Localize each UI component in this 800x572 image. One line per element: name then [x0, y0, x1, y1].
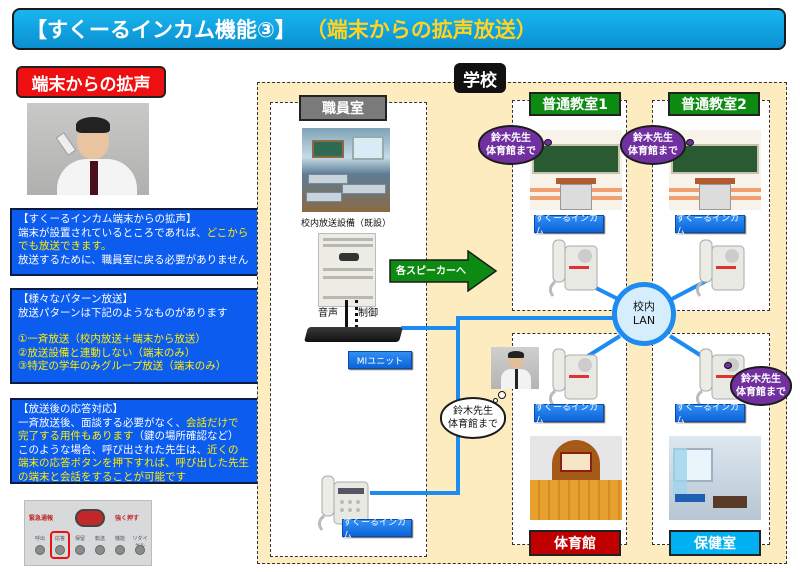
- intercom-panel-photo: 緊急通報 強く押す 呼出 応答 保留 転送 機能 リダイヤル: [24, 500, 152, 566]
- header-subtitle: （端末からの拡声放送）: [305, 18, 537, 42]
- lan-wire: [401, 326, 459, 330]
- answer-button: [55, 545, 65, 555]
- broadcast-equipment-caption: 校内放送設備（既設）: [300, 219, 391, 229]
- bubble-text: 体育館まで: [448, 419, 498, 430]
- thought-dot: [686, 139, 694, 146]
- thought-dot: [498, 391, 506, 399]
- panel-button: [135, 545, 145, 555]
- bubble-text: 鈴木先生: [453, 406, 493, 417]
- panel-button-label: 呼出: [34, 536, 45, 542]
- panel-button: [95, 545, 105, 555]
- control-label: 制御: [358, 308, 378, 319]
- audio-label: 音声: [318, 308, 338, 319]
- info-box-response: 【放送後の応答対応】 一斉放送後、面談する必要がなく、会話だけで 完了する用件も…: [10, 398, 272, 484]
- intercom-phone-icon: [548, 239, 598, 297]
- pattern-item: ③特定の学年のみグループ放送（端末のみ）: [18, 360, 227, 373]
- info-highlight: 近くの: [207, 443, 239, 456]
- intercom-phone-icon: [548, 348, 598, 406]
- intercom-label: すくーるインカム: [675, 214, 745, 237]
- caller-teacher-photo: [491, 347, 539, 389]
- thought-dot: [544, 139, 552, 146]
- school-lan-hub: 校内 LAN: [612, 282, 676, 346]
- press-hard-label: 強く押す: [115, 515, 140, 522]
- emergency-button: [75, 509, 105, 527]
- intercom-label: すくーるインカム: [534, 214, 604, 237]
- lan-label-line2: LAN: [632, 314, 656, 327]
- to-speakers-label: 各スピーカーへ: [396, 266, 466, 277]
- pattern-item: ①一斉放送（校内放送＋端末から放送）: [18, 333, 206, 346]
- mi-unit-label: MIユニット: [348, 351, 412, 369]
- call-thought-bubble: 鈴木先生体育館まで: [620, 125, 686, 165]
- info-text: このような場合、呼び出された先生は、: [18, 443, 207, 456]
- answer-button-highlight: [50, 531, 70, 559]
- caller-thought-bubble: 鈴木先生体育館まで: [440, 397, 506, 439]
- lan-label-line1: 校内: [633, 300, 655, 313]
- classroom-1-label: 普通教室1: [529, 92, 621, 116]
- bubble-text: 体育館まで: [628, 146, 678, 157]
- gymnasium-image: [530, 436, 622, 520]
- call-thought-bubble: 鈴木先生体育館まで: [478, 125, 544, 165]
- lan-wire: [456, 316, 616, 320]
- info-text: 一斉放送後、面談する必要がなく、: [18, 416, 186, 429]
- info-box-terminal-broadcast: 【すくーるインカム端末からの拡声】 端末が設置されているところであれば、どこから…: [10, 208, 272, 276]
- call-thought-bubble: 鈴木先生体育館まで: [730, 366, 792, 406]
- panel-button-label: 保留: [74, 536, 85, 542]
- panel-button: [35, 545, 45, 555]
- bubble-text: 体育館まで: [486, 146, 536, 157]
- info-heading: 【放送後の応答対応】: [18, 403, 123, 415]
- info-text: 放送パターンは下記のようなものがあります: [18, 306, 228, 319]
- broadcast-amplifier-icon: [318, 233, 376, 307]
- control-cable: [355, 300, 358, 328]
- lan-wire: [370, 491, 460, 495]
- info-box-patterns: 【様々なパターン放送】 放送パターンは下記のようなものがあります ①一斉放送（校…: [10, 288, 272, 384]
- info-text: 端末が設置されているところであれば、: [18, 226, 207, 239]
- header-title: 【すくーるインカム機能③】: [26, 18, 296, 42]
- audio-cable: [345, 300, 348, 328]
- info-highlight: 会話だけで: [186, 416, 239, 429]
- classroom-2-label: 普通教室2: [668, 92, 760, 116]
- intercom-phone-icon: [317, 475, 369, 531]
- section-tag: 端末からの拡声: [16, 66, 166, 98]
- bubble-text: 鈴木先生: [491, 133, 531, 144]
- pattern-item: ②放送設備と連動しない（端末のみ）: [18, 346, 196, 359]
- to-speakers-arrow-icon: [389, 250, 498, 292]
- panel-button-label: 応答: [54, 536, 65, 542]
- intercom-label: すくーるインカム: [534, 403, 604, 426]
- info-highlight: 完了する用件もあります: [18, 430, 134, 443]
- thought-dot: [724, 362, 732, 369]
- staff-room-label: 職員室: [299, 95, 387, 121]
- classroom-2-image: [669, 130, 761, 210]
- info-highlight: どこから: [206, 226, 249, 239]
- info-highlight: 端末の応答ボタンを押下すれば、呼び出した先生: [18, 457, 249, 470]
- panel-button-label: 転送: [94, 536, 105, 542]
- info-highlight: でも放送できます。: [18, 240, 112, 253]
- nurse-room-label: 保健室: [669, 530, 761, 556]
- info-heading: 【すくーるインカム端末からの拡声】: [18, 213, 197, 225]
- info-text: （鍵の場所確認など）: [133, 430, 239, 443]
- mi-unit-device-icon: [303, 327, 404, 342]
- intercom-label: すくーるインカム: [342, 518, 412, 541]
- panel-button: [75, 545, 85, 555]
- intercom-phone-icon: [695, 239, 745, 297]
- page-header: 【すくーるインカム機能③】 （端末からの拡声放送）: [12, 8, 786, 50]
- school-label: 学校: [454, 63, 506, 93]
- teacher-speaking-photo: [27, 103, 149, 195]
- bubble-text: 体育館まで: [736, 387, 786, 398]
- emergency-label: 緊急通報: [29, 515, 54, 522]
- panel-button-label: 機能: [114, 536, 125, 542]
- info-highlight: の端末と会話をすることが可能です: [18, 470, 186, 483]
- gymnasium-label: 体育館: [529, 530, 621, 556]
- bubble-text: 鈴木先生: [633, 133, 673, 144]
- nurse-room-image: [669, 436, 761, 520]
- bubble-text: 鈴木先生: [741, 374, 781, 385]
- info-heading: 【様々なパターン放送】: [18, 293, 133, 305]
- info-text: 放送するために、職員室に戻る必要がありません: [18, 253, 249, 266]
- panel-button: [115, 545, 125, 555]
- intercom-label: すくーるインカム: [675, 403, 745, 426]
- staff-room-image: [302, 128, 390, 212]
